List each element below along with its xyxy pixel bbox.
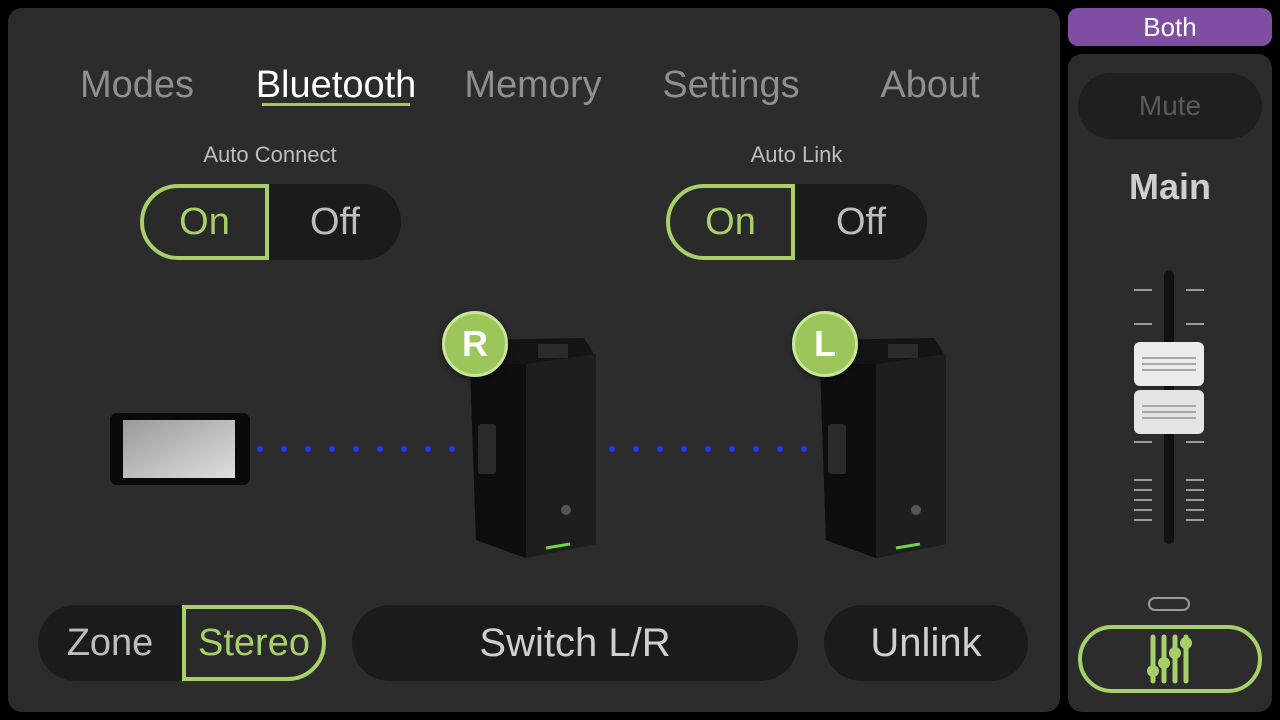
main-fader[interactable] — [1128, 266, 1212, 550]
left-channel-badge: L — [792, 311, 858, 377]
active-tab-underline — [262, 103, 410, 106]
right-channel-badge: R — [442, 311, 508, 377]
auto-link-toggle: On Off — [666, 184, 927, 260]
unlink-button[interactable]: Unlink — [824, 605, 1028, 681]
auto-link-off[interactable]: Off — [836, 200, 886, 243]
tab-about[interactable]: About — [880, 64, 980, 106]
auto-link-on[interactable]: On — [666, 184, 795, 260]
fader-slot-indicator — [1148, 597, 1190, 611]
auto-connect-toggle: On Off — [140, 184, 401, 260]
target-both-button[interactable]: Both — [1068, 8, 1272, 46]
speaker-speaker-link-dots — [609, 446, 807, 452]
mixer-button[interactable] — [1078, 625, 1262, 693]
auto-connect-on[interactable]: On — [140, 184, 269, 260]
auto-link-label: Auto Link — [750, 142, 843, 167]
right-speaker-icon[interactable] — [466, 334, 600, 562]
tab-memory[interactable]: Memory — [464, 64, 602, 106]
tab-settings[interactable]: Settings — [662, 64, 800, 106]
channel-label: Main — [1128, 166, 1211, 207]
auto-connect-off[interactable]: Off — [310, 200, 360, 243]
left-speaker-icon[interactable] — [816, 334, 950, 562]
phone-speaker-link-dots — [257, 446, 455, 452]
tab-bluetooth[interactable]: Bluetooth — [255, 64, 417, 106]
zone-stereo-toggle: Zone Stereo — [38, 605, 326, 681]
zone-option[interactable]: Zone — [66, 621, 154, 664]
tab-modes[interactable]: Modes — [79, 64, 195, 106]
phone-icon — [110, 413, 250, 485]
mute-button[interactable]: Mute — [1078, 73, 1262, 139]
stereo-option[interactable]: Stereo — [182, 605, 326, 681]
switch-lr-button[interactable]: Switch L/R — [352, 605, 798, 681]
auto-connect-label: Auto Connect — [203, 142, 337, 167]
mixer-sliders-icon — [1147, 634, 1192, 684]
